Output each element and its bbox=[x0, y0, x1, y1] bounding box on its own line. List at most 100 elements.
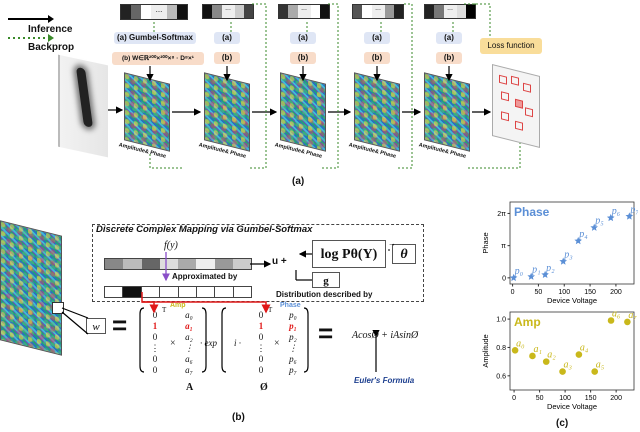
selector-bar-2: ... bbox=[202, 4, 254, 19]
weight-box: (b) W∈ℝ²⁰⁰×²⁰⁰×⁸ · D⁸×¹ bbox=[112, 52, 204, 65]
mapping-title: Discrete Complex Mapping via Gumbel-Soft… bbox=[96, 224, 313, 235]
data-point bbox=[541, 270, 549, 278]
equals-2: = bbox=[318, 318, 334, 348]
logp-box: log Pθ(Y) bbox=[312, 240, 386, 268]
y-tick-label: 1.0 bbox=[496, 317, 506, 324]
approx-label: Approximated by bbox=[172, 272, 238, 281]
y-tick-label: 2π bbox=[497, 211, 506, 218]
data-point bbox=[625, 212, 634, 220]
chart-title: Phase bbox=[514, 205, 550, 219]
gumbel-box-4: (a) bbox=[364, 32, 390, 44]
i-label: i · bbox=[234, 338, 242, 348]
data-point bbox=[511, 346, 519, 354]
gumbel-box-5: (a) bbox=[436, 32, 462, 44]
data-point bbox=[509, 273, 518, 282]
panel-a-caption: (a) bbox=[292, 176, 305, 187]
data-point bbox=[529, 352, 536, 360]
gumbel-softmax-box: (a) Gumbel-Softmax bbox=[114, 32, 196, 44]
euler-result: AcosØ + iAsinØ bbox=[352, 330, 419, 341]
point-label: a₁ bbox=[533, 344, 541, 355]
point-label: a₇ bbox=[628, 310, 637, 321]
loss-function-box: Loss function bbox=[480, 38, 542, 54]
legend-backprop: Backprop bbox=[28, 42, 75, 53]
y-axis-label: Amplitude bbox=[481, 334, 490, 367]
point-label: p₁ bbox=[531, 265, 540, 276]
weight-box-3: (b) bbox=[290, 52, 316, 64]
weight-box-4: (b) bbox=[364, 52, 390, 64]
data-point bbox=[542, 358, 550, 365]
selector-bar-3: ... bbox=[278, 4, 330, 19]
plot-frame bbox=[509, 201, 635, 285]
data-point bbox=[607, 317, 615, 324]
legend-arrows bbox=[8, 15, 54, 42]
gumbel-box-3: (a) bbox=[290, 32, 316, 44]
y-tick-label: π bbox=[501, 243, 506, 250]
point-label: a₆ bbox=[612, 309, 621, 320]
point-label: p₄ bbox=[578, 229, 588, 240]
data-point bbox=[624, 318, 631, 326]
panel-a-arrows bbox=[108, 3, 521, 169]
one-hot-bar bbox=[104, 286, 252, 298]
y-axis-label: Phase bbox=[481, 232, 490, 253]
data-point bbox=[559, 257, 567, 265]
point-label: p₂ bbox=[545, 263, 555, 274]
data-point bbox=[574, 236, 582, 245]
point-label: p₅ bbox=[594, 216, 604, 227]
transpose-a: T bbox=[162, 306, 167, 314]
y-tick-label: 0 bbox=[502, 275, 506, 282]
data-point bbox=[591, 368, 599, 375]
x-axis-label: Device Voltage bbox=[547, 402, 597, 411]
euler-label: Euler's Formula bbox=[354, 376, 415, 385]
output-plane bbox=[492, 64, 540, 148]
point-label: a₂ bbox=[547, 350, 556, 361]
point-label: a₄ bbox=[580, 343, 589, 354]
point-label: a₀ bbox=[516, 338, 525, 349]
times-a: × bbox=[170, 338, 176, 349]
plot-frame bbox=[509, 311, 635, 391]
point-label: p₆ bbox=[611, 206, 621, 217]
x-tick-label: 200 bbox=[610, 289, 622, 296]
x-axis-label: Device Voltage bbox=[547, 296, 597, 305]
svg-text:→: → bbox=[388, 239, 396, 248]
exp-label: · exp bbox=[200, 338, 217, 348]
chart-title: Amp bbox=[514, 315, 541, 329]
x-tick-label: 0 bbox=[511, 289, 515, 296]
point-label: a₃ bbox=[564, 360, 573, 371]
w-box: w bbox=[86, 318, 106, 334]
gumbel-box-2: (a) bbox=[214, 32, 240, 44]
theta-box: θ bbox=[392, 244, 416, 264]
vec-amp: a₀ a₁ a₂ ⋮ a₆ a₇ bbox=[184, 310, 194, 375]
x-tick-label: 50 bbox=[536, 395, 544, 402]
point-label: p₇ bbox=[629, 204, 638, 215]
selector-bar-1: ... bbox=[120, 4, 188, 20]
data-point bbox=[575, 351, 583, 358]
x-tick-label: 100 bbox=[559, 395, 571, 402]
x-tick-label: 100 bbox=[558, 289, 570, 296]
selector-bar-5: ... bbox=[424, 4, 476, 19]
times-phi: × bbox=[274, 338, 280, 349]
point-label: p₃ bbox=[563, 249, 573, 260]
panel-b-lines: → bbox=[61, 239, 396, 373]
data-point bbox=[606, 213, 615, 222]
point-label: a₅ bbox=[596, 360, 605, 371]
x-tick-label: 200 bbox=[610, 395, 622, 402]
vec-onehot-a: 0 1 0 ⋮ 0 0 bbox=[150, 310, 160, 375]
data-point bbox=[559, 368, 566, 375]
vec-onehot-phi: 0 1 0 ⋮ 0 0 bbox=[256, 310, 266, 375]
data-point bbox=[590, 223, 598, 231]
legend-inference: Inference bbox=[28, 24, 73, 35]
panel-c-caption: (c) bbox=[556, 418, 569, 429]
label-phi: Ø bbox=[260, 382, 268, 393]
y-tick-label: 0.6 bbox=[496, 373, 506, 380]
g-box: g bbox=[312, 272, 340, 288]
y-tick-label: 0.8 bbox=[496, 345, 506, 352]
equals-1: = bbox=[112, 310, 128, 340]
dist-label: Distribution described by bbox=[276, 290, 373, 299]
label-A: A bbox=[186, 382, 194, 393]
u-plus-label: u + bbox=[272, 256, 287, 267]
fy-label: f(y) bbox=[164, 240, 178, 251]
weight-box-2: (b) bbox=[214, 52, 240, 64]
vec-phase: p₀ p₁ p₂ ⋮ p₆ p₇ bbox=[288, 310, 298, 375]
